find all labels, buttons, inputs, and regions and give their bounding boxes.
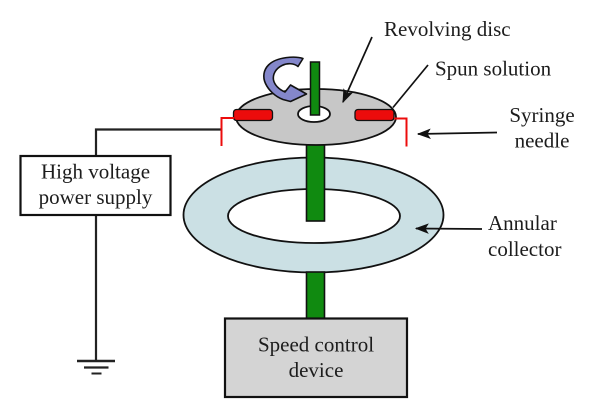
label-spun-solution: Spun solution <box>435 57 552 81</box>
pointer-spun-solution-line <box>392 64 429 109</box>
hv-power-supply-box <box>19 154 172 217</box>
speed-control-label-line1: Speed control <box>258 333 374 357</box>
rotation-arrow-icon <box>263 56 308 103</box>
drive-shaft-lower <box>305 271 326 320</box>
annular-collector-ring <box>182 156 445 274</box>
hv-wire <box>94 128 221 156</box>
spun-solution-left <box>232 108 274 122</box>
pointer-syringe-needle-arrow <box>416 128 498 140</box>
label-syringe-needle-line2: needle <box>515 129 570 153</box>
hv-power-supply-label-line2: power supply <box>39 185 153 209</box>
ground-symbol <box>77 359 115 375</box>
pointer-annular-collector-arrow <box>414 223 483 234</box>
pointer-revolving-disc-arrow <box>342 36 373 104</box>
syringe-needle-left <box>220 117 234 146</box>
speed-control-label-line2: device <box>289 358 344 382</box>
disc-spindle-rod <box>309 61 321 116</box>
syringe-needle-right <box>394 117 408 147</box>
label-annular-collector-line1: Annular <box>488 211 557 235</box>
label-annular-collector-line2: collector <box>488 237 561 261</box>
drive-shaft-upper <box>305 143 326 222</box>
hv-power-supply-label-line1: High voltage <box>41 160 150 184</box>
speed-control-box <box>223 317 409 399</box>
label-syringe-needle-line1: Syringe <box>509 103 574 127</box>
spun-solution-right <box>354 108 395 122</box>
label-revolving-disc: Revolving disc <box>384 17 511 41</box>
